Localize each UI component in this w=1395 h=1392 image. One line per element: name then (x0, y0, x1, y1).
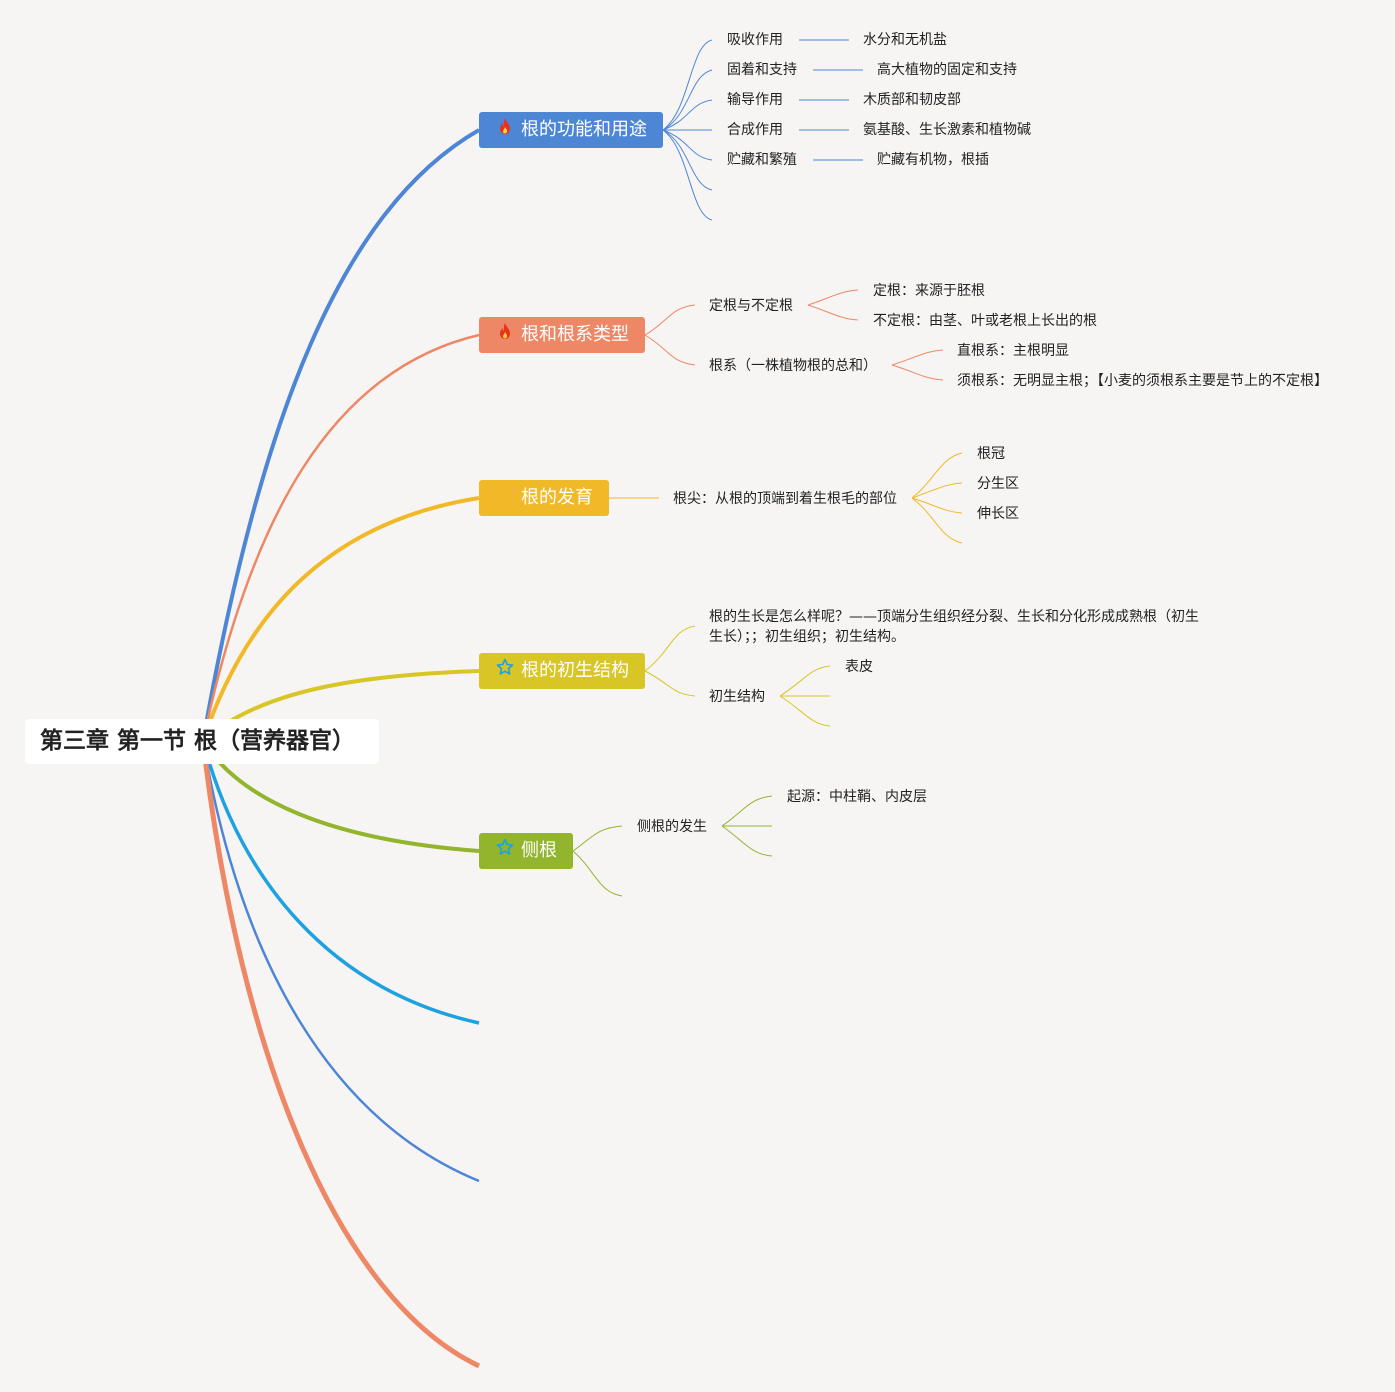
branch-empty-2 (201, 740, 480, 1183)
detail-conduction[interactable]: 木质部和韧皮部 (863, 92, 961, 108)
detail-storage[interactable]: 贮藏有机物，根插 (877, 152, 989, 168)
branch-types (201, 333, 480, 742)
detail-elongation-zone[interactable]: 伸长区 (977, 506, 1019, 522)
detail-anchorage[interactable]: 高大植物的固定和支持 (877, 62, 1017, 78)
detail-synthesis[interactable]: 氨基酸、生长激素和植物碱 (863, 122, 1031, 138)
subtopic-anchorage[interactable]: 固着和支持 (727, 62, 797, 78)
note-primary-growth[interactable]: 根的生长是怎么样呢？——顶端分生组织经分裂、生长和分化形成成熟根（初生生长）；；… (709, 609, 1199, 645)
detail-absorption[interactable]: 水分和无机盐 (863, 32, 947, 48)
detail-lateral-source[interactable]: 起源：中柱鞘、内皮层 (787, 789, 927, 805)
detail-epidermis[interactable]: 表皮 (845, 659, 873, 675)
subtopic-root-system[interactable]: 根系（一株植物根的总和） (709, 358, 877, 374)
topic-lateral[interactable]: 侧根 (479, 833, 573, 869)
topic-function-label: 根的功能和用途 (521, 119, 647, 140)
detail-taproot[interactable]: 直根系：主根明显 (957, 343, 1069, 359)
subtopic-absorption[interactable]: 吸收作用 (727, 32, 783, 48)
detail-root-cap[interactable]: 根冠 (977, 446, 1005, 462)
detail-meristem-zone[interactable]: 分生区 (977, 476, 1019, 492)
branch-empty-1 (201, 740, 480, 1025)
detail-adventitious-root[interactable]: 不定根：由茎、叶或老根上长出的根 (873, 313, 1097, 329)
subtopic-synthesis[interactable]: 合成作用 (727, 122, 783, 138)
subtopic-lateral-origin[interactable]: 侧根的发生 (637, 819, 707, 835)
subtopic-primary-structure[interactable]: 初生结构 (709, 689, 765, 705)
detail-fibrous-root[interactable]: 须根系：无明显主根；【小麦的须根系主要是节上的不定根】 (957, 373, 1328, 389)
branch-development (201, 496, 480, 742)
subtopic-root-tip[interactable]: 根尖：从根的顶端到着生根毛的部位 (673, 491, 897, 507)
subtopic-storage[interactable]: 贮藏和繁殖 (727, 152, 797, 168)
star-icon (495, 833, 515, 869)
topic-function[interactable]: 根的功能和用途 (479, 112, 663, 148)
fire-icon (495, 317, 515, 353)
topic-primary[interactable]: 根的初生结构 (479, 653, 645, 689)
subtopic-conduction[interactable]: 输导作用 (727, 92, 783, 108)
topic-development[interactable]: 根的发育 (479, 480, 609, 516)
topic-lateral-label: 侧根 (521, 840, 557, 861)
topic-types[interactable]: 根和根系类型 (479, 317, 645, 353)
topic-primary-label: 根的初生结构 (521, 660, 629, 681)
branch-function (201, 128, 480, 742)
branch-empty-3 (200, 740, 481, 1369)
topic-development-label: 根的发育 (521, 487, 593, 508)
star-icon (495, 653, 515, 689)
topic-types-label: 根和根系类型 (521, 324, 629, 345)
fire-icon (495, 112, 515, 148)
subtopic-fixed-adventitious[interactable]: 定根与不定根 (709, 298, 793, 314)
root-topic[interactable]: 第三章 第一节 根（营养器官） (25, 719, 379, 764)
detail-fixed-root[interactable]: 定根：来源于胚根 (873, 283, 985, 299)
